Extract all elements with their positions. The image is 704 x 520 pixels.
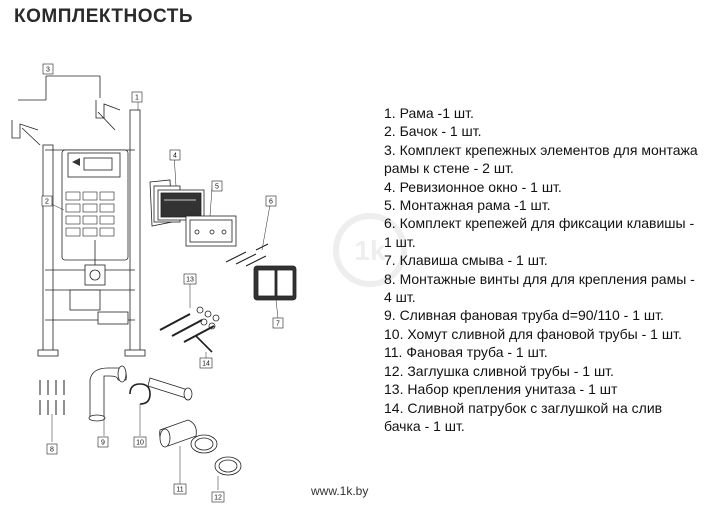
svg-text:10: 10 [136, 440, 144, 447]
svg-text:1: 1 [135, 95, 139, 102]
button-fasteners-drawing [225, 243, 269, 267]
parts-list-item: 3. Комплект крепежных элементов для монт… [384, 141, 698, 177]
svg-text:3: 3 [46, 67, 50, 74]
outlet-nipple-drawing [195, 335, 213, 353]
svg-text:7: 7 [276, 321, 280, 328]
svg-text:2: 2 [45, 199, 49, 206]
parts-list: 1. Рама -1 шт. 2. Бачок - 1 шт. 3. Компл… [384, 104, 700, 435]
callout-3: 3 [42, 63, 54, 75]
callout-6: 6 [265, 195, 277, 207]
drain-bend-drawing [88, 365, 127, 422]
mounting-frame-drawing [185, 215, 237, 247]
svg-text:4: 4 [173, 153, 177, 160]
inspection-window-drawing [149, 179, 205, 227]
toilet-mounting-kit-drawing [159, 306, 220, 343]
parts-list-item: 4. Ревизионное окно - 1 шт. [384, 178, 562, 195]
parts-list-item: 8. Монтажные винты для для крепления рам… [384, 270, 695, 306]
wall-brackets-drawing [11, 75, 121, 146]
callout-11: 11 [173, 483, 187, 495]
parts-list-item: 1. Рама -1 шт. [384, 105, 474, 121]
callout-8: 8 [46, 443, 58, 455]
callout-1: 1 [131, 91, 143, 103]
svg-text:11: 11 [176, 487, 183, 494]
components-diagram: 1 2 3 4 5 6 7 8 9 10 11 12 13 14 [11, 63, 297, 503]
svg-text:12: 12 [214, 495, 222, 502]
plug-drawing [190, 434, 242, 476]
svg-text:13: 13 [186, 277, 194, 284]
callout-labels: 1 2 3 4 5 6 7 8 9 10 11 12 13 14 [41, 63, 284, 503]
parts-list-item: 11. Фановая труба - 1 шт. [384, 344, 548, 361]
parts-list-item: 10. Хомут сливной для фановой трубы - 1 … [384, 325, 682, 342]
page-title: КОМПЛЕКТНОСТЬ [14, 6, 194, 27]
flush-button-drawing [253, 265, 297, 301]
svg-text:9: 9 [101, 440, 105, 447]
watermark-logo: 1k [333, 213, 407, 287]
parts-list-item: 2. Бачок - 1 шт. [384, 123, 482, 140]
parts-list-item: 6. Комплект крепежей для фиксации клавиш… [384, 215, 695, 250]
callout-4: 4 [169, 149, 181, 161]
mounting-screws-drawing [39, 380, 65, 415]
callout-9: 9 [97, 436, 109, 448]
callout-12: 12 [211, 491, 225, 503]
parts-list-item: 9. Сливная фановая труба d=90/110 - 1 шт… [384, 307, 664, 324]
svg-text:8: 8 [50, 447, 54, 454]
callout-13: 13 [183, 273, 197, 285]
parts-list-item: 12. Заглушка сливной трубы - 1 шт. [384, 362, 614, 379]
drain-pipe-drawing [147, 377, 197, 448]
svg-text:14: 14 [202, 361, 210, 368]
parts-list-item: 14. Сливной патрубок с заглушкой на слив… [384, 399, 663, 434]
callout-7: 7 [272, 317, 284, 329]
callout-2: 2 [41, 195, 53, 207]
callout-14: 14 [199, 357, 213, 369]
svg-text:5: 5 [215, 184, 219, 191]
footer-url: www.1k.by [311, 484, 369, 498]
parts-list-item: 7. Клавиша смыва - 1 шт. [384, 252, 548, 269]
parts-list-item: 13. Набор крепления унитаза - 1 шт [384, 381, 618, 398]
svg-text:1k: 1k [354, 235, 386, 266]
parts-list-item: 5. Монтажная рама -1 шт. [384, 197, 551, 214]
callout-10: 10 [133, 436, 147, 448]
clamp-drawing [129, 383, 151, 405]
frame-drawing [37, 109, 146, 357]
callout-5: 5 [211, 180, 223, 192]
cistern-drawing [61, 149, 129, 265]
svg-text:6: 6 [269, 199, 273, 206]
